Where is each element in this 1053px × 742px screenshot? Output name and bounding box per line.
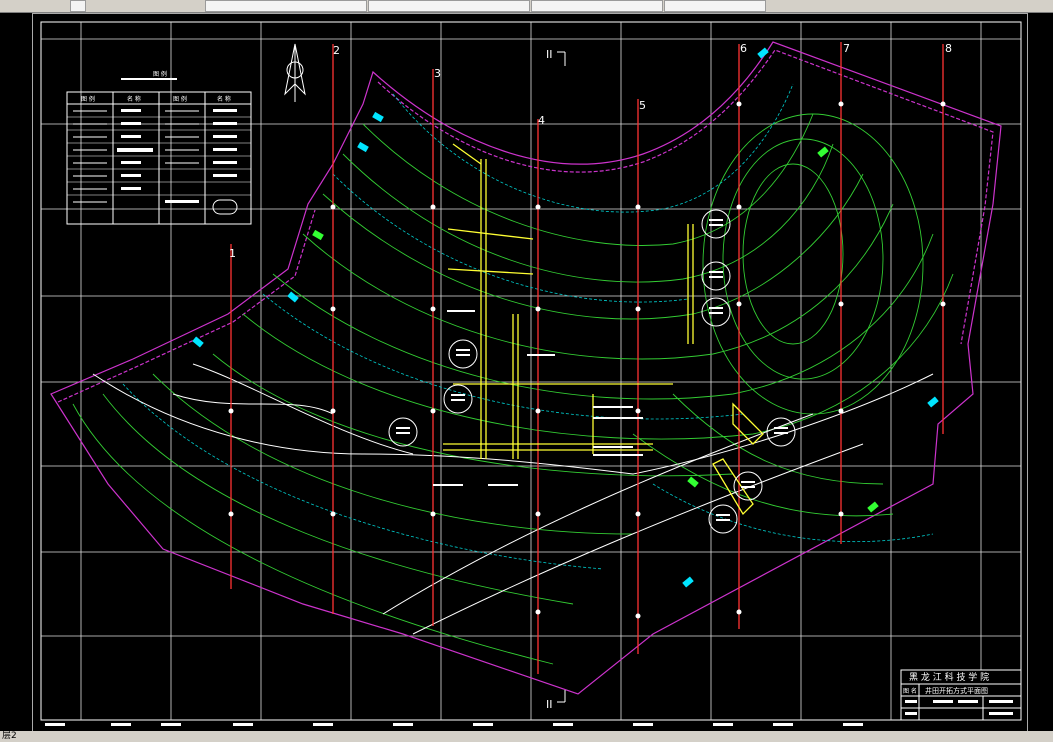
borehole[interactable] (736, 301, 742, 307)
exploration-label: 8 (945, 42, 952, 55)
borehole[interactable] (535, 511, 541, 517)
borehole[interactable] (838, 511, 844, 517)
borehole[interactable] (430, 204, 436, 210)
borehole[interactable] (838, 301, 844, 307)
borehole[interactable] (535, 306, 541, 312)
toolbar-icon[interactable] (70, 0, 86, 12)
borehole[interactable] (635, 613, 641, 619)
coordinate-grid (41, 22, 1021, 720)
exploration-label: 1 (229, 247, 236, 260)
borehole[interactable] (535, 408, 541, 414)
borehole[interactable] (430, 408, 436, 414)
borehole[interactable] (635, 306, 641, 312)
top-toolbar (0, 0, 1053, 13)
mine-boundary (50, 41, 1002, 695)
title-drawing-name: 井田开拓方式平面图 (925, 686, 988, 695)
seam-markers (192, 47, 939, 588)
seam-lines (92, 363, 934, 635)
borehole[interactable] (635, 511, 641, 517)
north-arrow-icon (284, 43, 306, 102)
borehole[interactable] (330, 408, 336, 414)
borehole[interactable] (736, 204, 742, 210)
borehole[interactable] (228, 511, 234, 517)
title-name-label: 图 名 (903, 687, 917, 695)
exploration-label: 2 (333, 44, 340, 57)
borehole[interactable] (535, 204, 541, 210)
contour-lines (72, 113, 954, 665)
drawing-canvas[interactable]: 1 2 3 4 5 6 7 8 (32, 13, 1028, 732)
linetype-dropdown[interactable] (368, 0, 530, 12)
borehole[interactable] (838, 101, 844, 107)
borehole[interactable] (535, 609, 541, 615)
lineweight-dropdown[interactable] (531, 0, 663, 12)
borehole[interactable] (635, 408, 641, 414)
legend-table: 图 例 图 例 名 称 图 例 名 称 (66, 70, 252, 225)
roadways (443, 143, 764, 516)
green-markers (312, 146, 879, 513)
layer-status: 层2 (2, 731, 17, 741)
borehole[interactable] (330, 306, 336, 312)
borehole[interactable] (330, 204, 336, 210)
callout-text (396, 219, 788, 521)
plotstyle-dropdown[interactable] (664, 0, 766, 12)
legend-col-header: 名 称 (217, 95, 231, 103)
borehole[interactable] (940, 301, 946, 307)
exploration-label: 7 (843, 42, 850, 55)
section-marks: II II (546, 48, 553, 711)
exploration-label: 4 (538, 114, 545, 127)
borehole[interactable] (635, 204, 641, 210)
callouts (388, 209, 796, 534)
aux-contours (122, 83, 934, 570)
cad-drawing[interactable]: 1 2 3 4 5 6 7 8 (33, 14, 1027, 731)
borehole[interactable] (430, 306, 436, 312)
title-institution: 黑 龙 江 科 技 学 院 (909, 671, 989, 683)
title-block: 黑 龙 江 科 技 学 院 图 名 井田开拓方式平面图 (900, 669, 1022, 721)
boreholes (228, 101, 946, 619)
borehole[interactable] (940, 101, 946, 107)
borehole[interactable] (736, 101, 742, 107)
borehole[interactable] (330, 511, 336, 517)
section-mark-bottom: II (546, 698, 553, 711)
borehole[interactable] (430, 511, 436, 517)
legend-col-header: 名 称 (127, 95, 141, 103)
borehole[interactable] (736, 609, 742, 615)
exploration-lines (230, 42, 944, 674)
bottom-ruler (45, 723, 863, 726)
borehole[interactable] (228, 408, 234, 414)
exploration-label: 6 (740, 42, 747, 55)
section-mark-top: II (546, 48, 553, 61)
exploration-line-labels: 1 2 3 4 5 6 7 8 (229, 42, 952, 260)
borehole[interactable] (838, 408, 844, 414)
exploration-label: 5 (639, 99, 646, 112)
legend-heading: 图 例 (153, 70, 167, 78)
legend-col-header: 图 例 (81, 95, 95, 103)
legend-col-header: 图 例 (173, 95, 187, 103)
layer-dropdown[interactable] (205, 0, 367, 12)
exploration-label: 3 (434, 67, 441, 80)
status-bar: 层2 (0, 731, 1053, 742)
